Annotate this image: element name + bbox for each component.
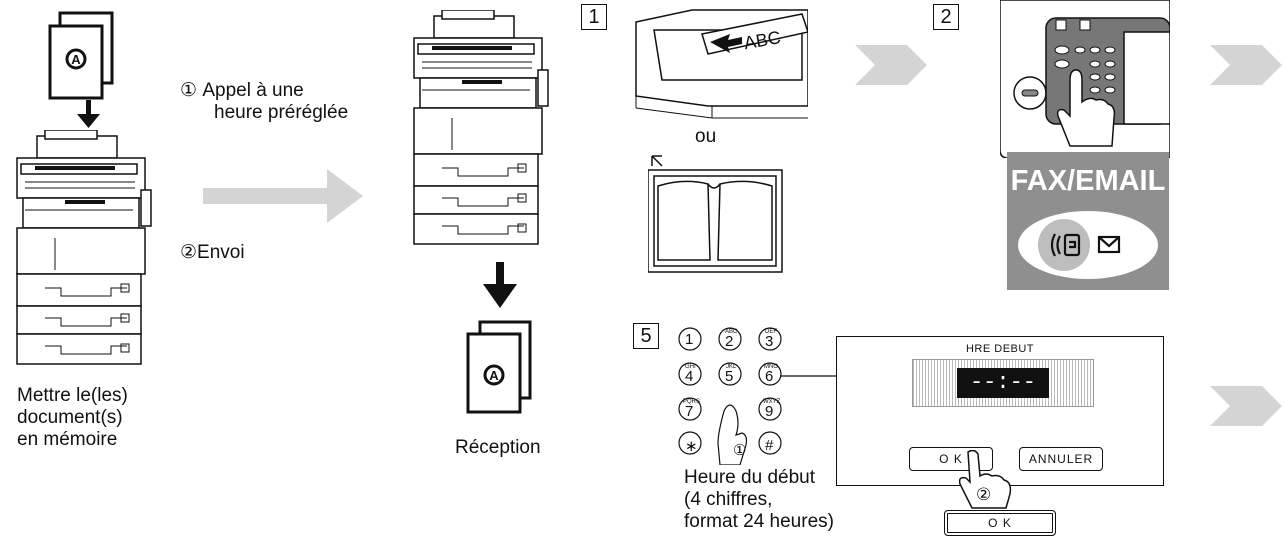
key-star[interactable]: ∗ xyxy=(685,438,698,455)
reception-caption: Réception xyxy=(455,437,541,458)
pointing-hand-icon xyxy=(958,450,1012,509)
svg-text:FAX/EMAIL: FAX/EMAIL xyxy=(1011,165,1166,197)
key-1[interactable]: 1 xyxy=(685,331,694,348)
key-9[interactable]: 9 xyxy=(765,403,774,420)
circled-one: ① xyxy=(180,80,198,101)
svg-text:A: A xyxy=(71,52,81,67)
copier-machine-left xyxy=(16,130,152,365)
svg-text:A: A xyxy=(489,368,499,383)
down-arrow-icon xyxy=(483,262,517,308)
ok-button-enlarged[interactable]: O K xyxy=(944,510,1056,536)
lcd-title: HRE DEBUT xyxy=(965,343,1035,355)
or-label: ou xyxy=(695,126,717,147)
start-time-caption: Heure du début (4 chiffres, format 24 he… xyxy=(684,467,834,532)
key-3[interactable]: 3 xyxy=(765,333,774,350)
key-hash[interactable]: # xyxy=(765,437,774,454)
ok-button[interactable]: O K xyxy=(909,447,993,471)
time-field[interactable]: --:-- xyxy=(957,368,1049,398)
step-number-2: 2 xyxy=(933,4,959,30)
document-feeder-illustration: ABC xyxy=(632,4,808,122)
finger-mark-1: ① xyxy=(733,442,747,459)
lcd-screen: HRE DEBUT --:-- O K ANNULER xyxy=(836,336,1164,486)
step-send-label: ②Envoi xyxy=(180,242,245,263)
chevron-arrow-3 xyxy=(1210,386,1282,426)
keypad: 1 2 ABC 3 DEF 4 GHI 5 JKL 6 MNO 7 PQRS 9… xyxy=(676,325,806,465)
cancel-button[interactable]: ANNULER xyxy=(1019,447,1103,471)
stacked-document-icon: A xyxy=(48,11,114,100)
control-panel-press-illustration xyxy=(1000,0,1170,158)
time-field-frame: --:-- xyxy=(912,359,1094,407)
step-number-1: 1 xyxy=(581,4,607,30)
right-arrow-large xyxy=(203,169,363,223)
key-7[interactable]: 7 xyxy=(685,403,694,420)
book-on-glass-illustration xyxy=(648,155,783,273)
key-4[interactable]: 4 xyxy=(685,368,694,385)
left-caption: Mettre le(les) document(s) en mémoire xyxy=(17,385,128,450)
chevron-arrow-1 xyxy=(855,45,927,85)
key-6[interactable]: 6 xyxy=(765,368,774,385)
copier-machine-reception xyxy=(413,10,549,245)
finger-mark-2: ② xyxy=(976,485,992,504)
received-document-icon: A xyxy=(466,320,532,414)
step-call-label: ① Appel à une heure préréglée xyxy=(180,80,349,123)
key-5[interactable]: 5 xyxy=(725,368,734,385)
key-2[interactable]: 2 xyxy=(725,333,734,350)
fax-email-panel: FAX/EMAIL xyxy=(1007,152,1169,290)
down-arrow-icon xyxy=(77,100,100,128)
step-number-5: 5 xyxy=(633,323,659,349)
chevron-arrow-2 xyxy=(1210,45,1282,85)
